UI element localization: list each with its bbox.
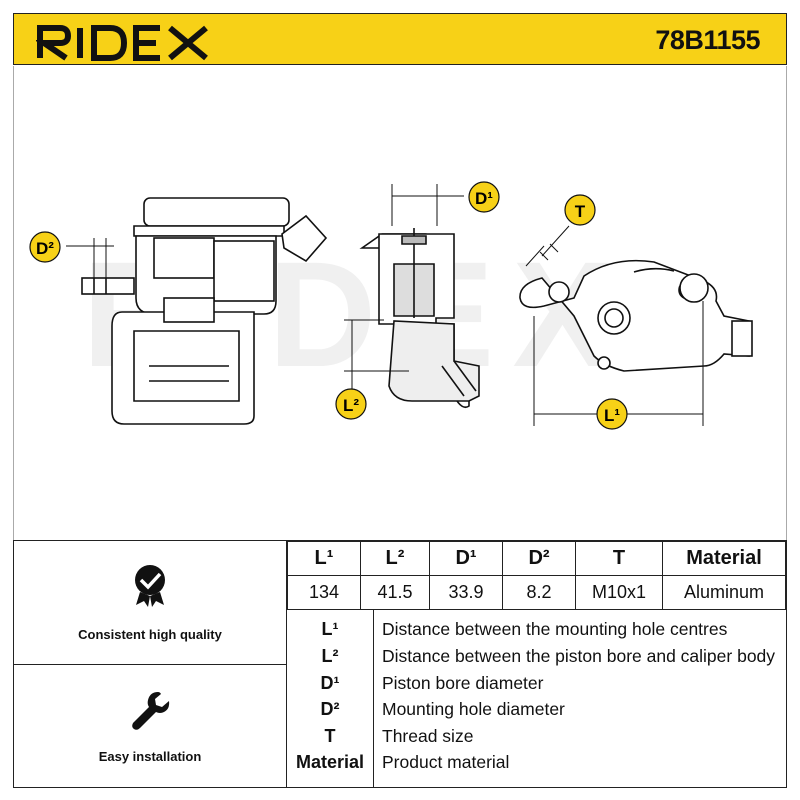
l1-label-circle: L¹ (596, 398, 628, 430)
header-bar: 78B1155 (13, 13, 787, 65)
d2-label-circle: D² (29, 231, 61, 263)
legend-text: Mounting hole diameter (382, 699, 565, 719)
caliper-drawing: RIDEX (29, 181, 753, 430)
spec-value-d1: 33.9 (429, 575, 503, 610)
legend-key: D¹ (320, 673, 340, 693)
d2-dimension (66, 238, 114, 278)
caliper-section-view (359, 228, 480, 409)
badge-divider (14, 664, 286, 665)
spec-header-l1: L¹ (287, 541, 361, 576)
spec-value-material: Aluminum (662, 575, 786, 610)
svg-text:L¹: L¹ (604, 406, 620, 425)
spec-value-l1: 134 (287, 575, 361, 610)
svg-text:D¹: D¹ (475, 189, 493, 208)
legend-text: Distance between the piston bore and cal… (382, 646, 776, 666)
badge-installation-label: Easy installation (98, 749, 202, 764)
list-item: Material Product material (287, 752, 786, 778)
list-item: D¹ Piston bore diameter (287, 673, 786, 699)
legend-key: L¹ (321, 619, 339, 639)
list-item: T Thread size (287, 726, 786, 752)
wrench-icon (14, 688, 286, 737)
spec-header-row: L¹ L² D¹ D² T Material (287, 541, 786, 576)
spec-header-material: Material (662, 541, 786, 576)
technical-diagram: RIDEX (13, 66, 787, 540)
spec-header-d1: D¹ (429, 541, 503, 576)
spec-value-d2: 8.2 (502, 575, 576, 610)
spec-header-t: T (575, 541, 663, 576)
spec-header-d2: D² (502, 541, 576, 576)
list-item: L² Distance between the piston bore and … (287, 646, 786, 672)
legend-key: L² (321, 646, 339, 666)
legend-text: Piston bore diameter (382, 673, 544, 693)
caliper-side-view (81, 197, 328, 425)
legend-list: L¹ Distance between the mounting hole ce… (287, 609, 786, 787)
spec-value-t: M10x1 (575, 575, 663, 610)
svg-text:L²: L² (343, 396, 359, 415)
spec-header-l2: L² (360, 541, 430, 576)
legend-text: Product material (382, 752, 510, 772)
badge-check-icon (14, 563, 286, 612)
caliper-top-view (519, 259, 753, 372)
section-divider (286, 541, 287, 787)
spec-section: Consistent high quality Easy installatio… (13, 540, 787, 788)
d1-label-circle: D¹ (468, 181, 500, 213)
spec-value-row: 134 41.5 33.9 8.2 M10x1 Aluminum (287, 575, 786, 610)
t-label-circle: T (564, 194, 596, 226)
spec-value-l2: 41.5 (360, 575, 430, 610)
l2-label-circle: L² (335, 388, 367, 420)
legend-text: Distance between the mounting hole centr… (382, 619, 728, 639)
svg-text:D²: D² (36, 239, 54, 258)
ridex-logo (36, 25, 208, 61)
badge-quality-label: Consistent high quality (78, 627, 222, 642)
list-item: D² Mounting hole diameter (287, 699, 786, 725)
legend-key: Material (295, 752, 365, 772)
legend-key: T (324, 726, 336, 746)
part-number: 78B1155 (655, 25, 760, 55)
legend-text: Thread size (382, 726, 474, 746)
svg-text:T: T (575, 202, 586, 221)
t-dimension (525, 225, 570, 267)
l2-dimension (344, 319, 409, 391)
d1-dimension (391, 184, 464, 226)
legend-divider (373, 609, 374, 787)
legend-key: D² (320, 699, 340, 719)
list-item: L¹ Distance between the mounting hole ce… (287, 619, 786, 645)
spec-table: L¹ L² D¹ D² T Material 134 41.5 33.9 8.2… (287, 541, 786, 610)
